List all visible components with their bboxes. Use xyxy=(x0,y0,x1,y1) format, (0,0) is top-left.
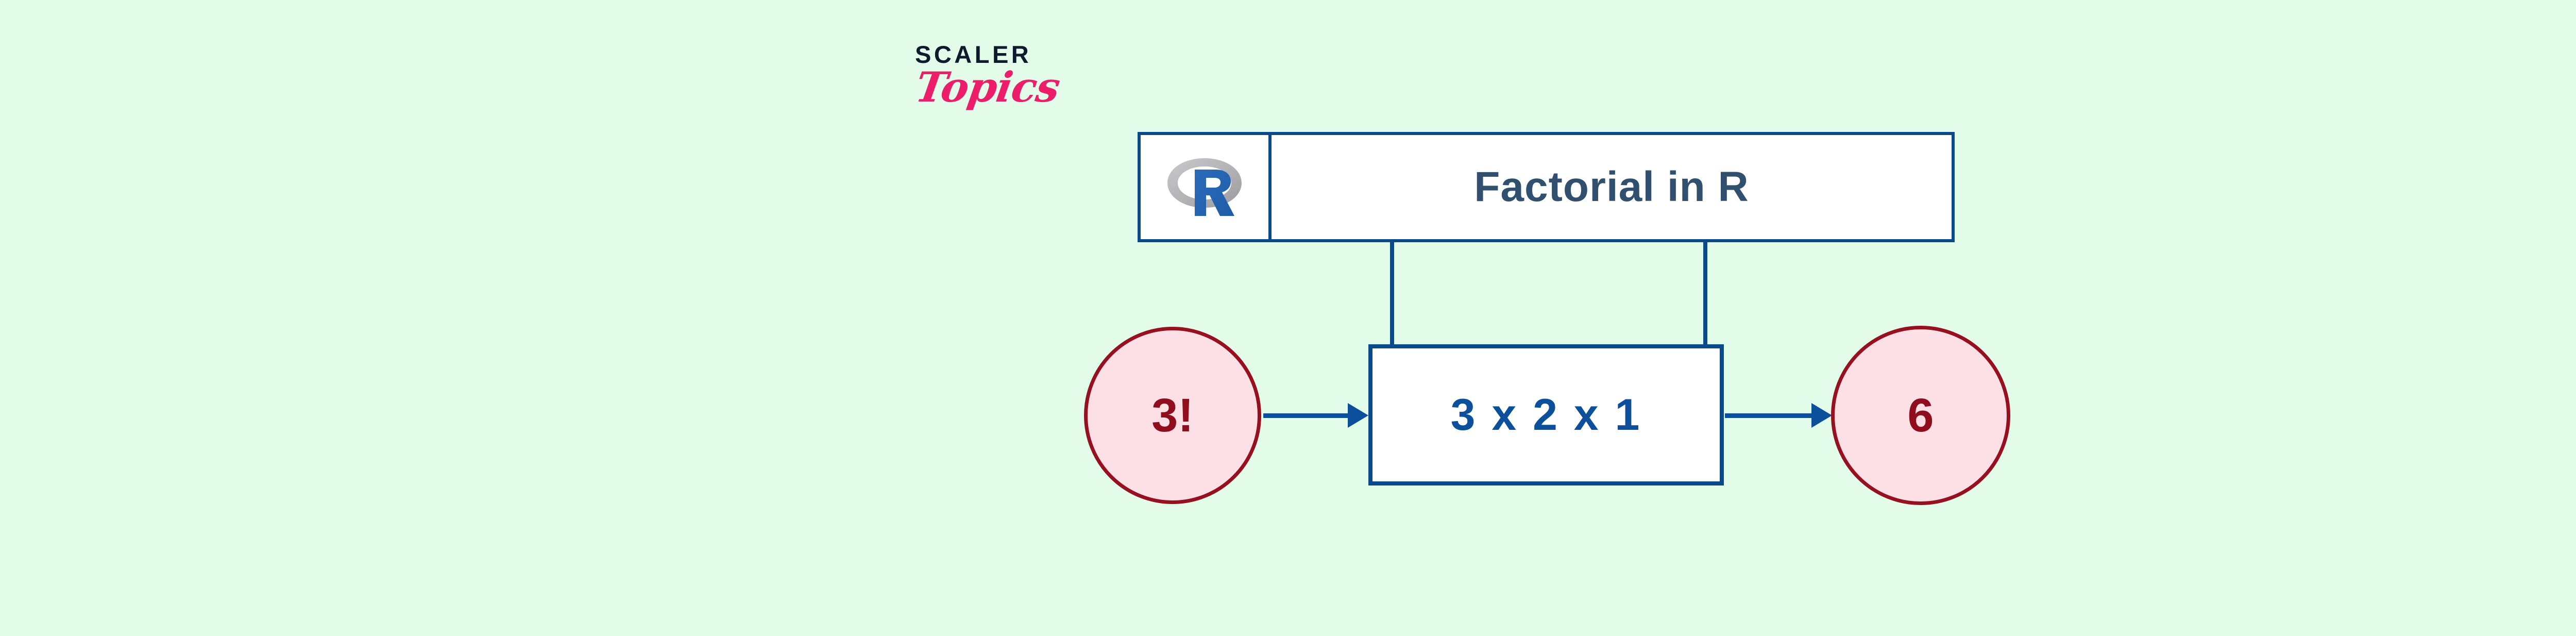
arrow-input-to-expression xyxy=(1263,403,1368,428)
input-node-label: 3! xyxy=(1151,389,1194,442)
input-node: 3! xyxy=(1084,327,1261,504)
expression-label: 3 x 2 x 1 xyxy=(1450,390,1642,440)
connector-right-line xyxy=(1703,241,1707,347)
title-box: Factorial in R xyxy=(1138,132,1955,242)
result-node-label: 6 xyxy=(1907,389,1934,442)
arrow-shaft xyxy=(1263,413,1348,418)
arrow-head-icon xyxy=(1811,403,1832,428)
brand-wordmark-scaler: SCALER xyxy=(915,41,1032,68)
page-title: Factorial in R xyxy=(1474,163,1749,210)
arrow-expression-to-result xyxy=(1725,403,1832,428)
result-node: 6 xyxy=(1831,326,2010,505)
scaler-topics-logo: SCALER Topics xyxy=(912,40,1066,143)
title-cell: Factorial in R xyxy=(1272,135,1952,239)
r-language-logo-icon xyxy=(1165,153,1244,221)
r-logo-cell xyxy=(1141,135,1272,239)
expression-box: 3 x 2 x 1 xyxy=(1368,344,1724,486)
arrow-shaft xyxy=(1725,413,1811,418)
connector-left-line xyxy=(1390,241,1394,347)
arrow-head-icon xyxy=(1348,403,1368,428)
brand-script-topics: Topics xyxy=(912,63,1063,111)
